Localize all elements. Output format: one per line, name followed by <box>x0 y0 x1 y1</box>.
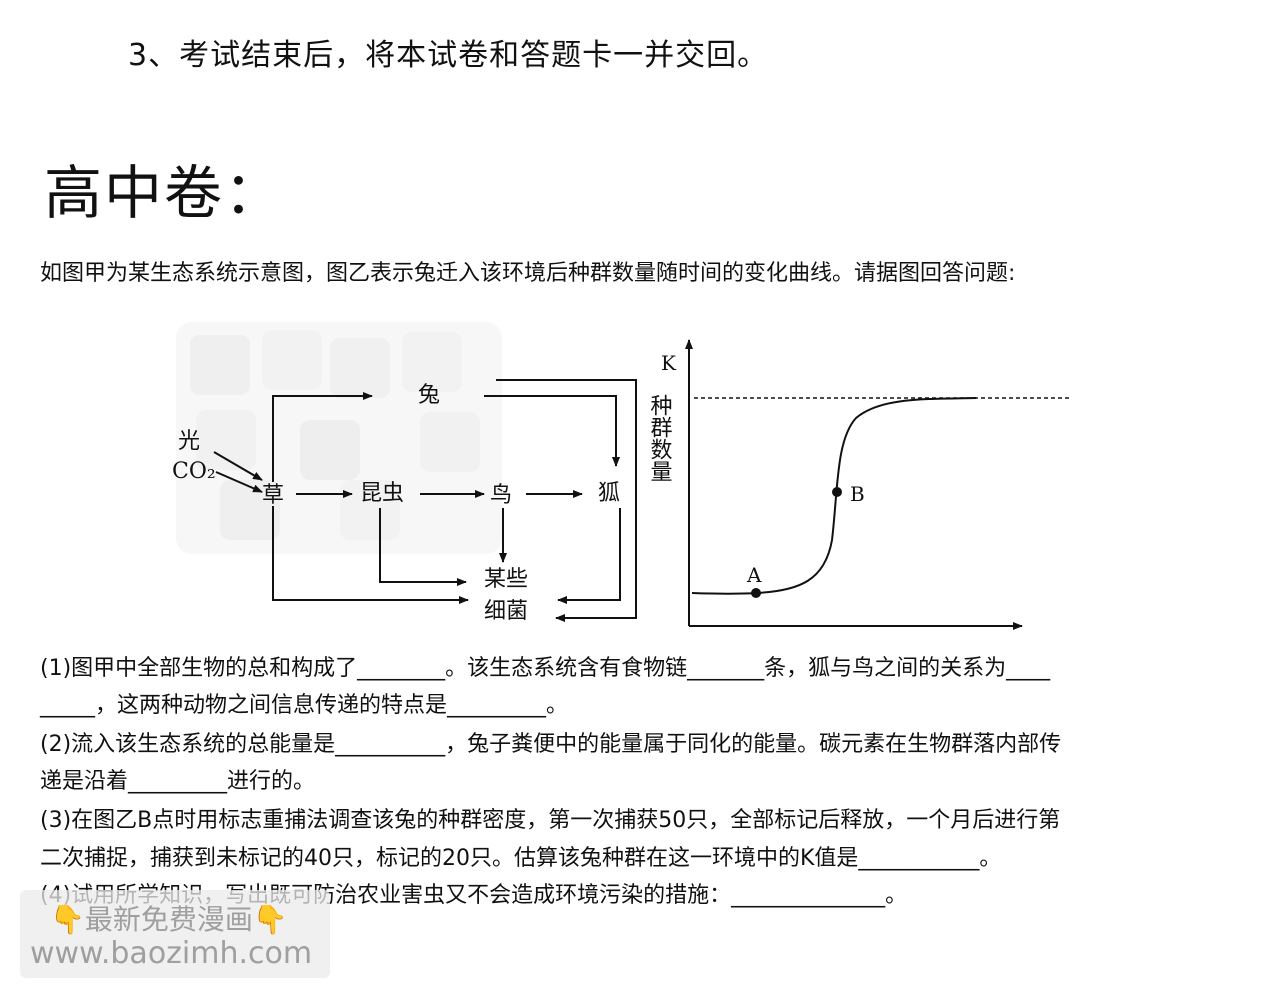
node-grass: 草 <box>262 483 284 508</box>
node-bacteria-line2: 细菌 <box>484 599 528 624</box>
question-line-6: 二次捕捉，捕获到未标记的40只，标记的20只。估算该兔种群在这一环境中的K值是_… <box>40 846 1002 871</box>
food-web-background <box>176 322 502 554</box>
watermark: 👇最新免费漫画👇 www.baozimh.com <box>20 890 330 978</box>
node-bacteria-line1: 某些 <box>484 567 528 592</box>
node-fox: 狐 <box>598 481 620 506</box>
pointing-down-icon: 👇 <box>252 903 288 936</box>
section-title: 高中卷： <box>44 159 285 227</box>
question-line-1: (1)图甲中全部生物的总和构成了________。该生态系统含有食物链_____… <box>40 656 1051 681</box>
arrow-grass-bacteria <box>272 506 469 604</box>
watermark-text: 最新免费漫画 <box>84 903 253 936</box>
arrow-co2-grass <box>215 471 263 493</box>
pointing-down-icon: 👇 <box>50 903 85 936</box>
node-co2: CO₂ <box>172 459 216 484</box>
question-intro: 如图甲为某生态系统示意图，图乙表示兔迁入该环境后种群数量随时间的变化曲线。请据图… <box>40 261 1016 286</box>
growth-curve-chart: A B K 种群数量 <box>647 339 1072 630</box>
node-rabbit: 兔 <box>418 383 440 408</box>
arrow-rabbit-bacteria <box>496 379 637 622</box>
food-web-labels: 光 CO₂ 草 兔 昆虫 鸟 狐 某些 细菌 <box>172 383 620 624</box>
instruction-line: 3、考试结束后，将本试卷和答题卡一并交回。 <box>128 38 769 73</box>
watermark-title: 👇最新免费漫画👇 <box>50 898 288 938</box>
s-curve <box>691 397 977 595</box>
point-a-label: A <box>746 563 762 587</box>
figure: 光 CO₂ 草 兔 昆虫 鸟 狐 某些 细菌 A B K 种群数量 <box>172 322 1072 630</box>
food-web-diagram <box>213 379 637 622</box>
question-line-3: (2)流入该生态系统的总能量是__________，兔子粪便中的能量属于同化的能… <box>40 732 1062 757</box>
watermark-url: www.baozimh.com <box>30 936 313 971</box>
node-light: 光 <box>178 429 200 454</box>
point-b-marker <box>832 487 842 497</box>
arrow-insect-bacteria <box>379 508 467 586</box>
node-insect: 昆虫 <box>360 481 404 506</box>
y-axis-label: 种群数量 <box>647 394 673 482</box>
question-line-5: (3)在图乙B点时用标志重捕法调查该兔的种群密度，第一次捕获50只，全部标记后释… <box>40 808 1061 833</box>
question-line-2: _____，这两种动物之间信息传递的特点是_________。 <box>40 693 569 718</box>
arrow-fox-bacteria <box>557 508 621 604</box>
arrow-light-grass <box>213 451 263 481</box>
question-line-4: 递是沿着_________进行的。 <box>40 769 316 794</box>
arrow-grass-rabbit <box>272 392 373 482</box>
node-bird: 鸟 <box>490 483 512 508</box>
arrow-rabbit-fox <box>484 395 620 467</box>
k-label: K <box>661 351 677 375</box>
point-a-marker <box>751 588 761 598</box>
point-b-label: B <box>850 482 865 506</box>
